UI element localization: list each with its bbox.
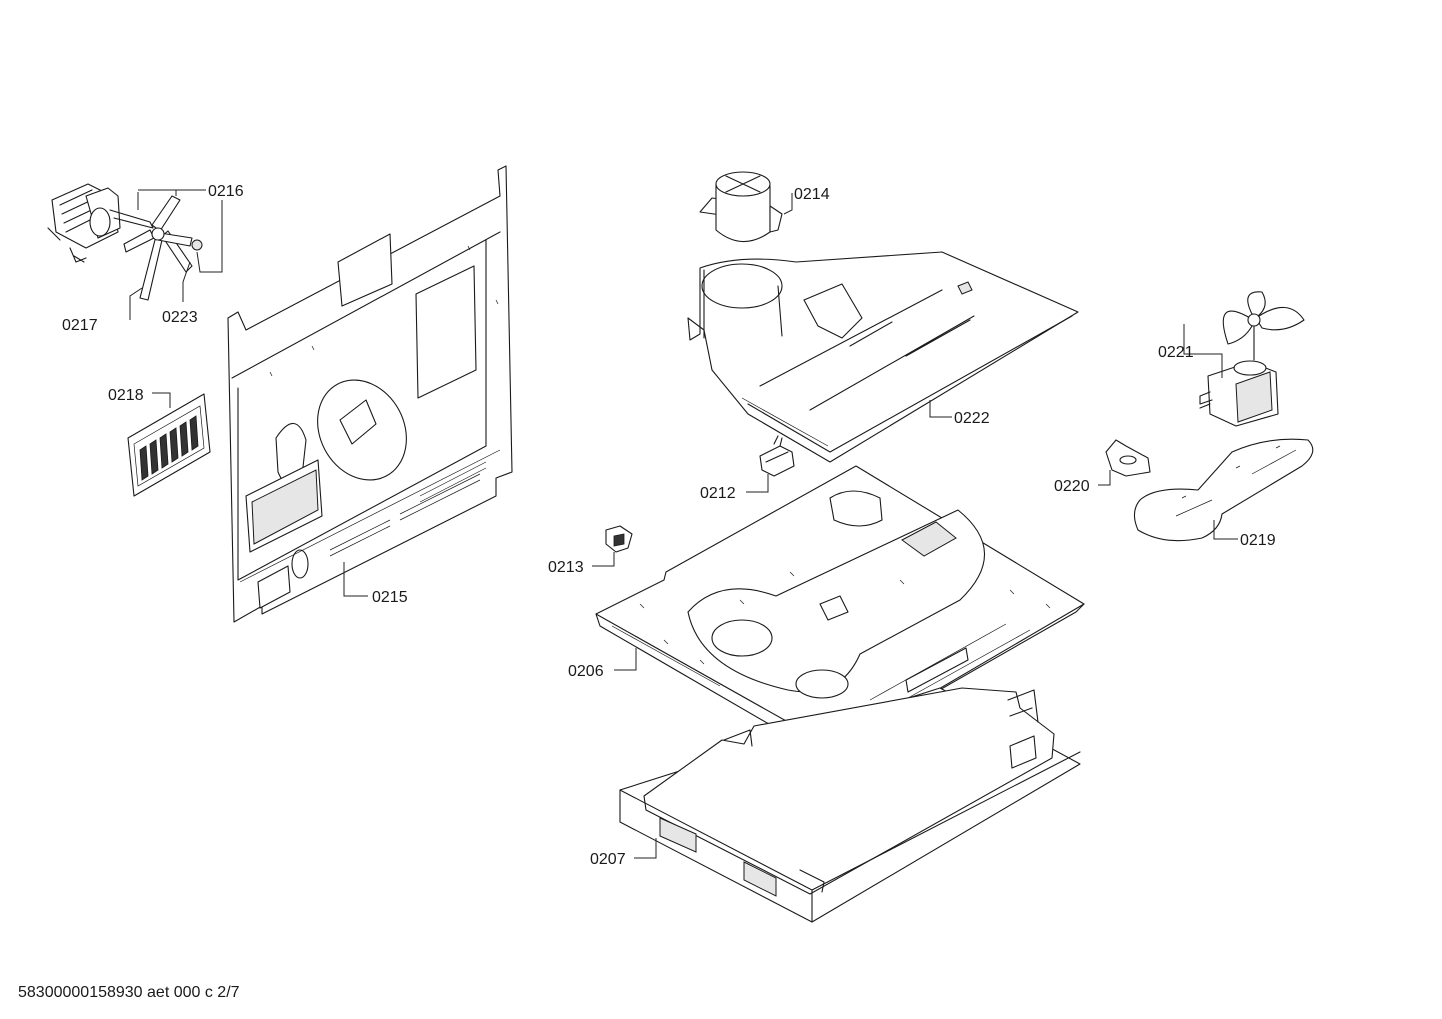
label-0223: 0223	[162, 309, 198, 326]
part-0212-switch	[759, 435, 795, 477]
label-0221: 0221	[1158, 344, 1194, 361]
leader-0222	[929, 400, 952, 418]
label-0222: 0222	[954, 410, 990, 427]
label-0212: 0212	[700, 485, 736, 502]
label-0206: 0206	[568, 663, 604, 680]
label-0213: 0213	[548, 559, 584, 576]
leader-0220	[1098, 470, 1111, 486]
label-0218: 0218	[108, 387, 144, 404]
leader-0206	[614, 648, 637, 671]
part-0222-air-duct	[687, 251, 1079, 463]
label-0214: 0214	[794, 186, 830, 203]
leader-0212	[746, 474, 769, 493]
leader-0221	[1183, 324, 1223, 378]
part-0217-fan-blade	[123, 195, 193, 301]
leader-0214	[783, 193, 793, 215]
part-0207-base-frame	[619, 687, 1081, 923]
leader-0217	[129, 287, 143, 320]
label-0207: 0207	[590, 851, 626, 868]
part-0219-mount-plate	[1133, 438, 1314, 542]
label-0219: 0219	[1240, 532, 1276, 549]
leader-0223	[182, 261, 191, 302]
label-0220: 0220	[1054, 478, 1090, 495]
leader-0216	[137, 189, 223, 273]
part-0216-fan-motor	[47, 183, 154, 263]
part-0220-bracket	[1105, 439, 1151, 477]
part-0218-grille	[127, 393, 211, 497]
part-0221-cooling-fan	[1199, 291, 1305, 427]
part-0206-base-plate	[595, 465, 1085, 757]
leader-0215	[343, 562, 368, 597]
leader-lines	[129, 189, 1238, 859]
leader-0218	[152, 392, 171, 408]
label-0216: 0216	[208, 183, 244, 200]
part-0215-rear-panel	[227, 165, 513, 623]
label-0217: 0217	[62, 317, 98, 334]
part-0213-clip	[605, 525, 633, 553]
leader-0207	[634, 838, 657, 859]
leader-0213	[592, 552, 615, 567]
part-0214-duct-cap	[699, 171, 783, 243]
label-0215: 0215	[372, 589, 408, 606]
part-labels: 0216 0217 0223 0218 0215 0214 0222 0221 …	[62, 183, 1276, 868]
leader-0219	[1213, 520, 1238, 540]
part-0223-nut	[191, 239, 203, 251]
document-id: 58300000158930 aet 000 c 2/7	[18, 984, 240, 1001]
